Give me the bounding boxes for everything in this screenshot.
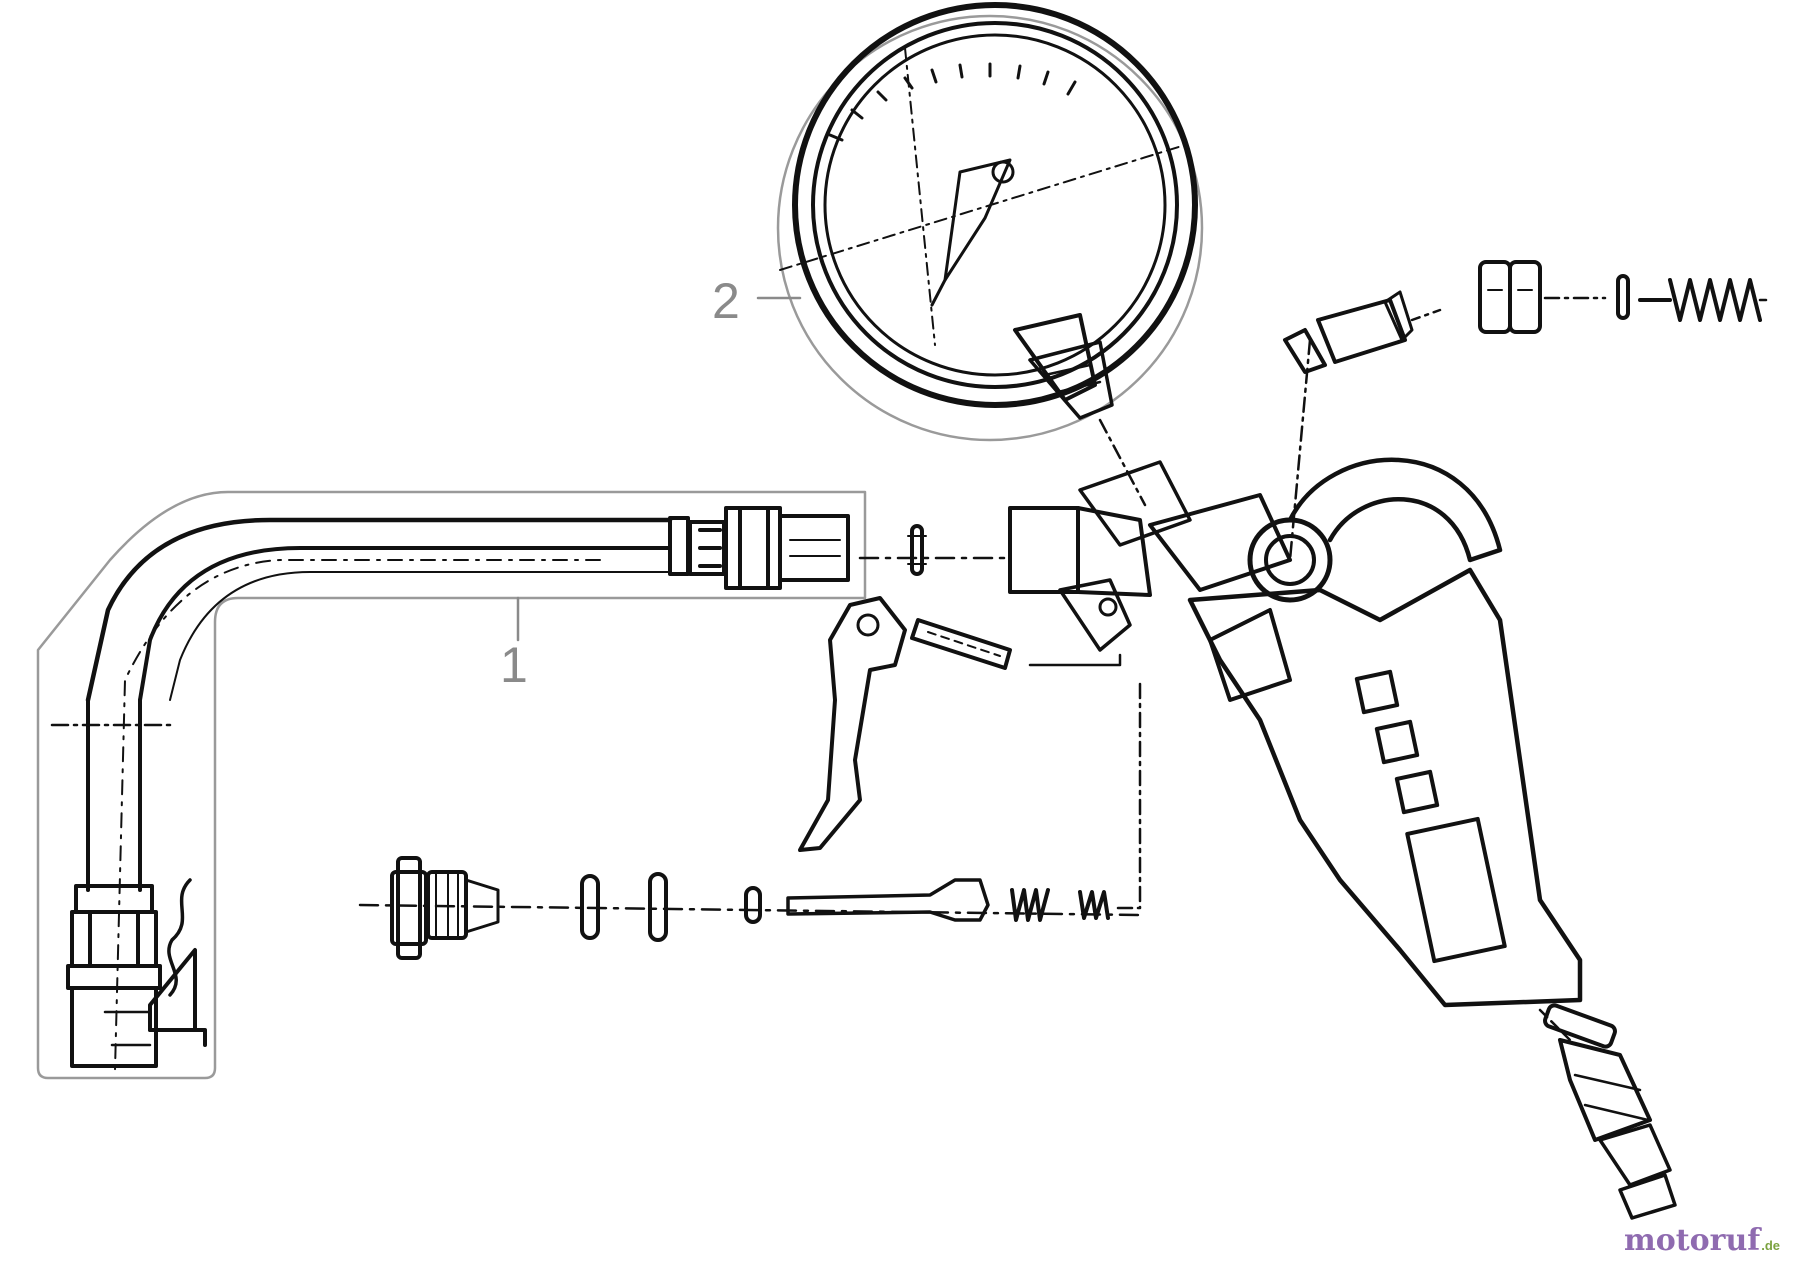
callout-label-1: 1 <box>500 637 528 693</box>
trigger-lever <box>798 596 1012 852</box>
watermark-brand: motoruf <box>1624 1223 1761 1258</box>
hose-group-outline <box>36 490 867 1080</box>
brand-watermark: motoruf.de <box>1624 1223 1780 1258</box>
gauge-callout-circle <box>776 14 1204 442</box>
watermark-tld: .de <box>1761 1238 1780 1253</box>
air-inlet-fitting <box>1538 1003 1677 1220</box>
callout-label-2: 2 <box>712 273 740 329</box>
valve-stem-assembly <box>1283 260 1772 374</box>
lower-valve-assembly <box>358 678 1142 960</box>
gun-body <box>1008 338 1583 1008</box>
hose-assembly <box>36 490 867 1080</box>
pressure-gauge <box>756 2 1204 507</box>
